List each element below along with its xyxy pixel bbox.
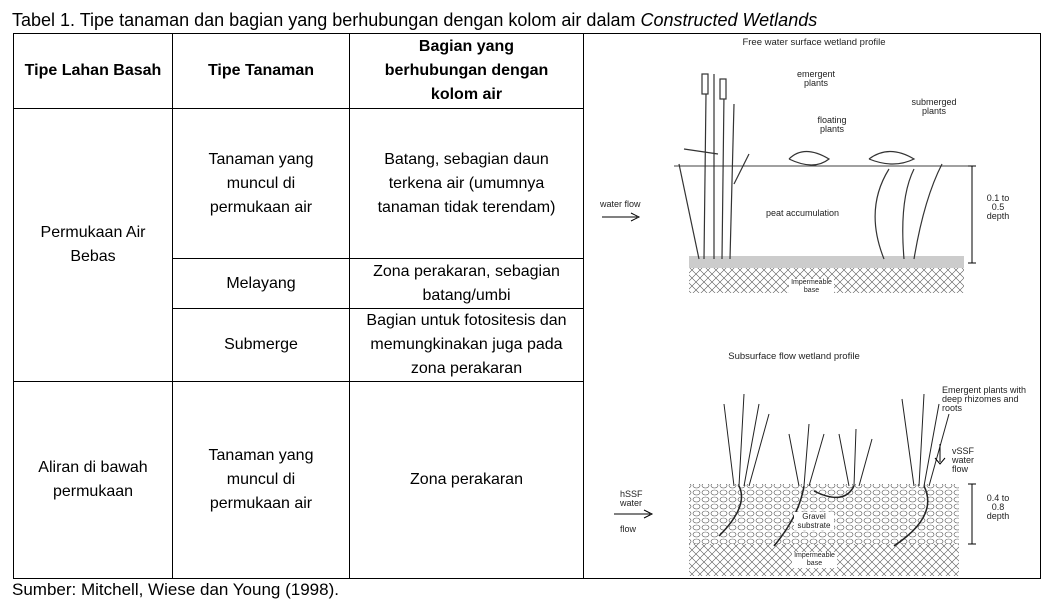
table-caption: Tabel 1. Tipe tanaman dan bagian yang be… [12,10,817,31]
label-hssf-flow: flow [620,524,637,534]
label-depth-bottom: 0.4 to 0.8 depth [986,493,1010,521]
plant-type: Tanaman yang muncul di permukaan air [172,108,350,259]
header-part: Bagian yang berhubungan dengan kolom air [349,33,584,109]
label-emergent: emergent plants [796,69,836,88]
header-wetland: Tipe Lahan Basah [13,33,173,109]
plant-part: Batang, sebagian daun terkena air (umumn… [349,108,584,259]
label-vssf: vSSF water flow [952,446,975,474]
source-note: Sumber: Mitchell, Wiese dan Young (1998)… [12,580,339,599]
plant-type: Tanaman yang muncul di permukaan air [172,381,350,579]
label-submerged: submerged plants [911,97,957,116]
label-hssf: hSSF water [620,489,643,508]
caption-italic: Constructed Wetlands [640,10,818,30]
header-plant-type: Tipe Tanaman [172,33,350,109]
caption-text: Tabel 1. Tipe tanaman dan bagian yang be… [12,10,641,30]
wetland-free-surface: Permukaan Air Bebas [13,108,173,382]
figure-cell: Free water surface wetland profile emerg… [583,33,1041,579]
plant-type: Melayang [172,258,350,309]
label-floating: floating plants [817,115,847,134]
plant-type: Submerge [172,308,350,382]
label-peat: peat accumulation [766,208,840,218]
plant-part: Zona perakaran [349,381,584,579]
top-title: Free water surface wetland profile [742,37,886,48]
subsurface-profile [614,393,976,576]
label-base: Impermeable base [789,279,834,295]
plant-part: Zona perakaran, sebagian batang/umbi [349,258,584,309]
label-base-bottom: Impermeable base [792,552,837,568]
wetland-diagram [602,73,976,576]
label-emergent-deep: Emergent plants with deep rhizomes and r… [942,385,1027,413]
label-depth: 0.1 to 0.5 depth [986,193,1010,221]
wetland-subsurface: Aliran di bawah permukaan [13,381,173,579]
plant-part: Bagian untuk fotositesis dan memungkinak… [349,308,584,382]
label-gravel: Gravel substrate [794,512,834,530]
label-water-flow: water flow [600,199,641,209]
bottom-title: Subsurface flow wetland profile [728,351,860,362]
